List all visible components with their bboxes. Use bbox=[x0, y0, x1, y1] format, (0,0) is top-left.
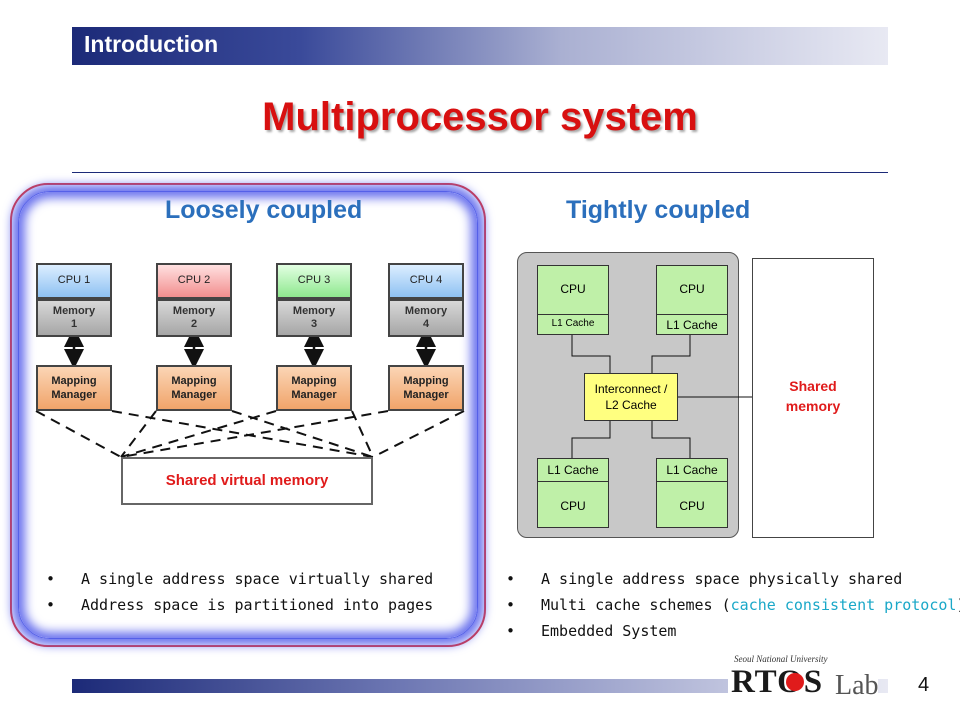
page-number: 4 bbox=[918, 674, 930, 696]
interconnect-l2-cache: Interconnect /L2 Cache bbox=[584, 373, 678, 421]
shared-virtual-memory: Shared virtual memory bbox=[121, 457, 373, 505]
logo-lab-text: Lab bbox=[835, 670, 879, 701]
footer-bar bbox=[72, 679, 888, 693]
dash-3a bbox=[120, 410, 277, 458]
tc-cache-label: L1 Cache bbox=[547, 463, 599, 477]
cache-consistent-protocol: cache consistent protocol bbox=[730, 596, 957, 614]
cpu-3: CPU 3 bbox=[276, 263, 352, 299]
dash-4a bbox=[120, 410, 389, 458]
section-header-bar bbox=[72, 27, 888, 65]
dash-3b bbox=[351, 410, 374, 458]
logo-dot-icon bbox=[786, 673, 804, 691]
slide-title: Multiprocessor system bbox=[262, 95, 698, 139]
loosely-bullets: A single address space virtually shared … bbox=[46, 570, 433, 622]
loosely-bullet-2: Address space is partitioned into pages bbox=[46, 596, 433, 622]
cpu-4: CPU 4 bbox=[388, 263, 464, 299]
link-bottom-left bbox=[571, 421, 611, 458]
tightly-bullet-1: A single address space physically shared bbox=[506, 570, 960, 596]
tc-cpu-label: CPU bbox=[560, 499, 586, 513]
logo-rtos-text: RTOS bbox=[731, 664, 824, 700]
tightly-bullet-2: Multi cache schemes (cache consistent pr… bbox=[506, 596, 960, 622]
tc-cpu-label: CPU bbox=[679, 282, 705, 296]
cpu-2: CPU 2 bbox=[156, 263, 232, 299]
tc-cache-label: L1 Cache bbox=[666, 318, 718, 332]
loosely-coupled-heading: Loosely coupled bbox=[165, 196, 363, 224]
tc-cpu-bottom-right: L1 Cache CPU bbox=[656, 458, 728, 528]
tightly-bullet-3: Embedded System bbox=[506, 622, 960, 648]
tc-cache-label: L1 Cache bbox=[666, 463, 718, 477]
shared-memory-box bbox=[752, 258, 874, 538]
tc-cpu-label: CPU bbox=[679, 499, 705, 513]
logo-university-text: Seoul National University bbox=[734, 654, 828, 664]
link-top-right bbox=[651, 335, 691, 373]
tc-cache-label: L1 Cache bbox=[551, 318, 595, 329]
title-divider bbox=[72, 172, 888, 173]
tc-cpu-bottom-left: L1 Cache CPU bbox=[537, 458, 609, 528]
loosely-coupled-frame bbox=[10, 183, 486, 647]
link-top-left bbox=[571, 335, 611, 373]
dash-2a bbox=[120, 410, 157, 458]
dash-2b bbox=[231, 410, 374, 458]
tightly-bullets: A single address space physically shared… bbox=[506, 570, 960, 648]
link-bottom-right bbox=[651, 421, 691, 458]
loosely-bullet-1: A single address space virtually shared bbox=[46, 570, 433, 596]
tc-cpu-top-right: CPU L1 Cache bbox=[656, 265, 728, 335]
cpu-1: CPU 1 bbox=[36, 263, 112, 299]
tc-cpu-top-left: CPU L1 Cache bbox=[537, 265, 609, 335]
tightly-coupled-heading: Tightly coupled bbox=[566, 196, 751, 224]
tc-cpu-label: CPU bbox=[560, 282, 586, 296]
rtos-lab-logo bbox=[728, 650, 878, 700]
section-title: Introduction bbox=[84, 31, 219, 57]
